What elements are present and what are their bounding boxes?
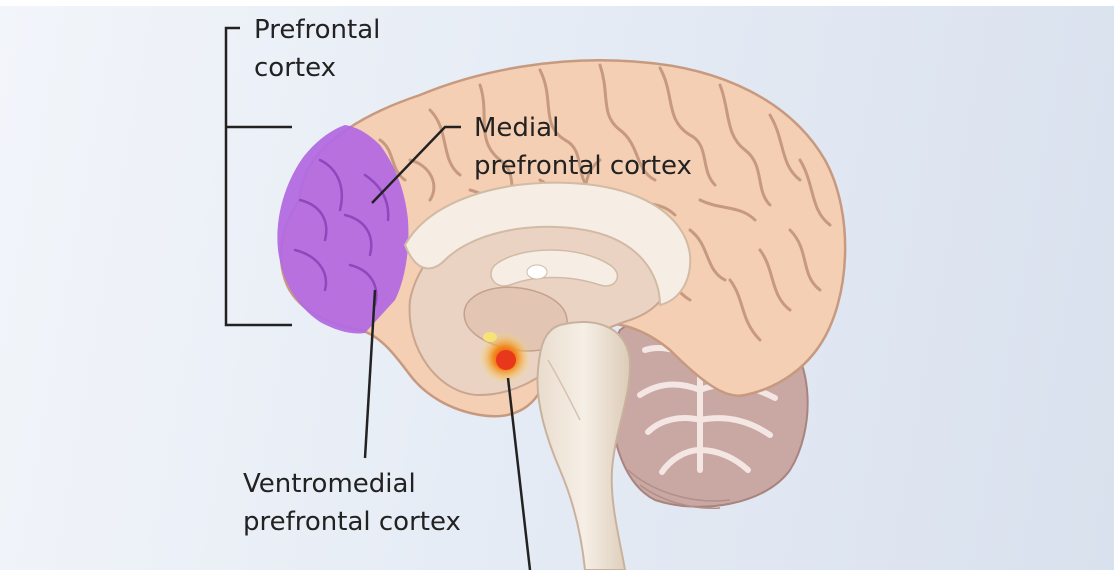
label-medial-line1: Medial [474, 113, 560, 143]
label-prefrontal-line1: Prefrontal [254, 15, 381, 45]
medial-leader-line [371, 125, 461, 204]
label-prefrontal-line2: cortex [254, 53, 337, 83]
brainstem [536, 320, 632, 570]
label-ventromedial-prefrontal-cortex: Ventromedial prefrontal cortex [243, 465, 461, 541]
label-medial-prefrontal-cortex: Medial prefrontal cortex [474, 109, 692, 185]
ventromedial-leader-line [363, 289, 377, 459]
label-ventromedial-line2: prefrontal cortex [243, 507, 461, 537]
corpus-callosum [403, 181, 692, 307]
amygdala-glow [479, 332, 531, 384]
top-border [0, 0, 1114, 6]
prefrontal-bracket [224, 26, 292, 327]
label-prefrontal-cortex: Prefrontal cortex [254, 11, 380, 87]
label-medial-line2: prefrontal cortex [474, 151, 692, 181]
amygdala-leader-line [506, 377, 532, 570]
leader-lines [224, 26, 532, 570]
prefrontal-highlight [277, 125, 409, 334]
label-ventromedial-line1: Ventromedial [243, 469, 416, 499]
